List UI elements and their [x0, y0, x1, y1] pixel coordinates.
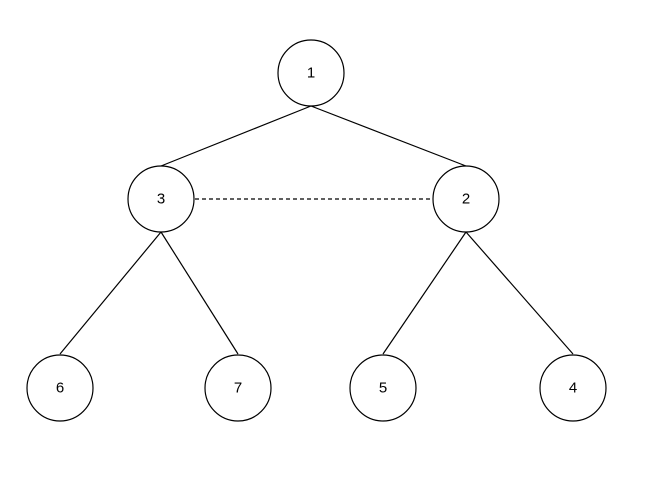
node-1-label: 1 [307, 65, 315, 82]
node-5: 5 [349, 354, 417, 422]
node-2-label: 2 [462, 191, 470, 208]
edge-3-7 [160, 231, 239, 355]
node-4: 4 [539, 354, 607, 422]
edge-2-5 [382, 231, 467, 355]
node-7-label: 7 [234, 380, 242, 397]
edge-2-4 [465, 231, 574, 355]
node-6: 6 [26, 354, 94, 422]
node-7: 7 [204, 354, 272, 422]
node-2: 2 [432, 165, 500, 233]
node-1: 1 [277, 39, 345, 107]
edge-1-3 [160, 105, 312, 167]
node-3-label: 3 [157, 191, 165, 208]
edge-1-2 [310, 105, 467, 167]
node-6-label: 6 [56, 380, 64, 397]
edge-3-6 [59, 231, 162, 355]
node-3: 3 [127, 165, 195, 233]
node-5-label: 5 [379, 380, 387, 397]
node-4-label: 4 [569, 380, 577, 397]
